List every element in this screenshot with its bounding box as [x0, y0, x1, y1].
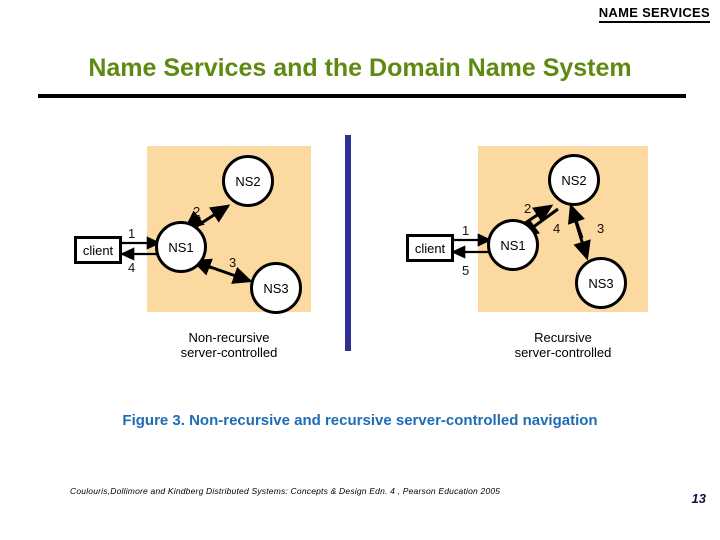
- edge-label-right-2: 2: [524, 201, 532, 216]
- panel-caption-line1: Recursive: [534, 330, 592, 345]
- page-title: Name Services and the Domain Name System: [88, 54, 632, 82]
- node-client-left[interactable]: client: [74, 236, 122, 264]
- edge-label-right-3: 3: [597, 221, 605, 236]
- title-divider-rule: [38, 94, 686, 98]
- edge-label-right-4: 4: [553, 221, 561, 236]
- node-ns2-right[interactable]: NS2: [548, 154, 600, 206]
- node-ns2-left[interactable]: NS2: [222, 155, 274, 207]
- edge-label-right-5: 5: [462, 263, 470, 278]
- panel-divider: [345, 135, 351, 351]
- edge-label-left-3: 3: [229, 255, 237, 270]
- panel-caption-line2: server-controlled: [514, 345, 612, 360]
- edge-label-left-1: 1: [128, 226, 136, 241]
- node-ns1-right[interactable]: NS1: [487, 219, 539, 271]
- node-client-right[interactable]: client: [406, 234, 454, 262]
- panel-caption-line1: Non-recursive: [188, 330, 270, 345]
- edge-label-left-2: 2: [193, 204, 201, 219]
- slide-header-kicker: NAME SERVICES: [598, 6, 710, 23]
- node-ns3-left[interactable]: NS3: [250, 262, 302, 314]
- edge-label-right-1: 1: [462, 223, 470, 238]
- panel-caption-line2: server-controlled: [180, 345, 278, 360]
- panel-caption-recursive: Recursive server-controlled: [483, 330, 643, 360]
- figure-caption: Figure 3. Non-recursive and recursive se…: [122, 412, 598, 429]
- node-ns3-right[interactable]: NS3: [575, 257, 627, 309]
- edge-label-left-4: 4: [128, 260, 136, 275]
- footer-credit: Coulouris,Dollimore and Kindberg Distrib…: [70, 486, 501, 496]
- panel-caption-non-recursive: Non-recursive server-controlled: [149, 330, 309, 360]
- node-ns1-left[interactable]: NS1: [155, 221, 207, 273]
- page-number: 13: [691, 491, 706, 506]
